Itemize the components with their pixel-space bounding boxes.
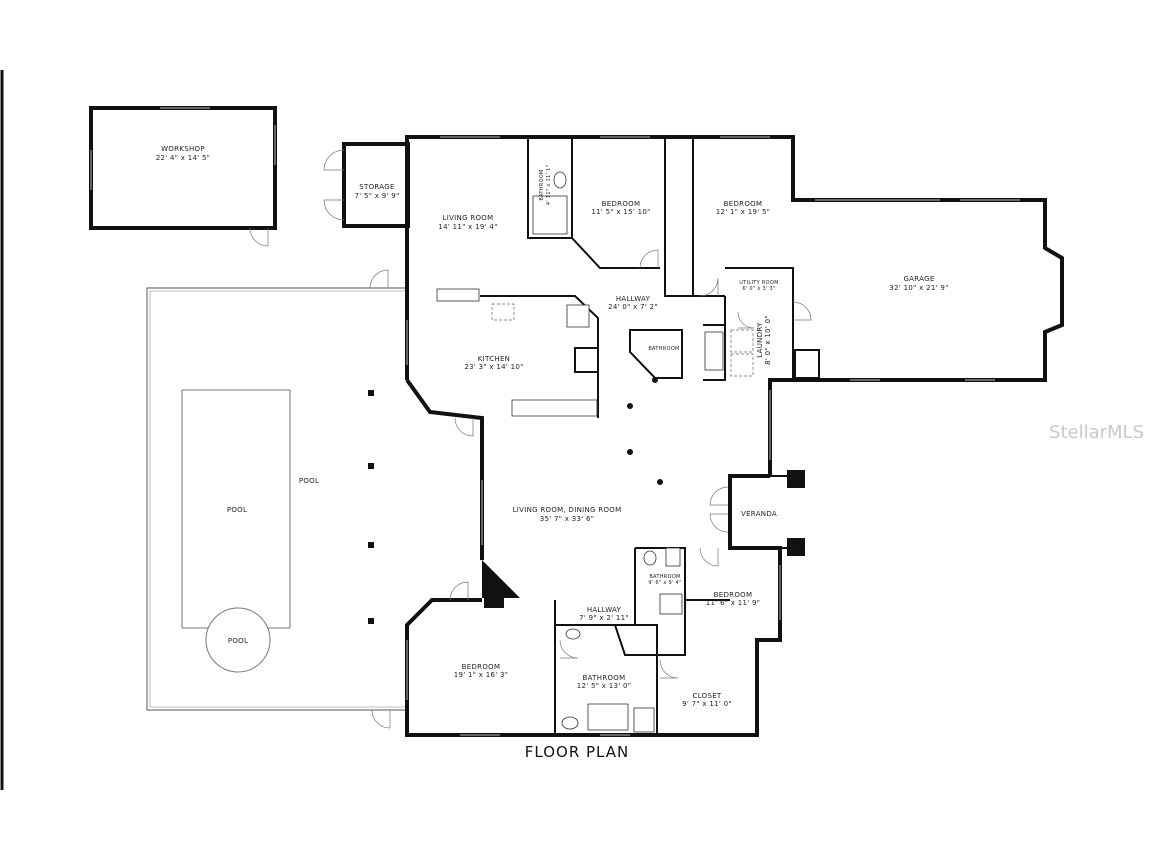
bathroom-top-dim: 4' 11" x 11' 1" xyxy=(546,165,552,205)
bathroom-master-dim: 12' 5" x 13' 0" xyxy=(577,682,632,690)
watermark: StellarMLS xyxy=(1049,422,1144,443)
bathroom-master-label: BATHROOM xyxy=(583,674,626,682)
pool-deck xyxy=(146,269,407,729)
bedroom-3-label: BEDROOM xyxy=(714,591,753,599)
garage-dim: 32' 10" x 21' 9" xyxy=(889,284,948,292)
utility-room-dim: 6' 0" x 3' 3" xyxy=(742,286,775,292)
bedroom-1-dim: 11' 5" x 15' 10" xyxy=(591,208,650,216)
bathroom-mid-label: BATHROOM xyxy=(648,346,679,352)
veranda-pillar xyxy=(787,470,805,488)
workshop-dim: 22' 4" x 14' 5" xyxy=(156,154,211,162)
pool-label: POOL xyxy=(227,506,247,514)
bedroom-1-label: BEDROOM xyxy=(602,200,641,208)
bedroom-3-dim: 11' 6" x 11' 9" xyxy=(706,599,761,607)
hallway-2-dim: 7' 9" x 2' 11" xyxy=(579,614,629,622)
living-room-dim: 14' 11" x 19' 4" xyxy=(438,223,497,231)
fireplace xyxy=(482,560,520,598)
closet-dim: 9' 7" x 11' 0" xyxy=(682,700,732,708)
bedroom-2-label: BEDROOM xyxy=(724,200,763,208)
veranda-label: VERANDA xyxy=(741,510,777,518)
house-walls xyxy=(405,135,1064,737)
utility-room-label: UTILITY ROOM xyxy=(739,280,778,286)
storage-label: STORAGE xyxy=(359,183,394,191)
bedroom-2-dim: 12' 1" x 19' 5" xyxy=(716,208,771,216)
living-room-label: LIVING ROOM xyxy=(443,214,494,222)
windows xyxy=(406,136,1020,736)
kitchen-dim: 23' 3" x 14' 10" xyxy=(464,363,523,371)
laundry-dim: 8' 0" x 10' 0" xyxy=(764,315,772,365)
bathroom-small-dim: 9' 6" x 9' 4" xyxy=(648,580,681,586)
closet-label: CLOSET xyxy=(693,692,722,700)
hallway-2-label: HALLWAY xyxy=(587,606,622,614)
hallway-1-dim: 24' 0" x 7' 2" xyxy=(608,303,658,311)
workshop-label: WORKSHOP xyxy=(161,145,205,153)
kitchen-label: KITCHEN xyxy=(478,355,510,363)
room-labels: WORKSHOP 22' 4" x 14' 5" STORAGE 7' 5" x… xyxy=(156,145,949,708)
columns xyxy=(627,377,663,485)
veranda-pillar xyxy=(787,538,805,556)
hallway-1-label: HALLWAY xyxy=(616,295,651,303)
pool-deck-label: POOL xyxy=(299,477,319,485)
storage-dim: 7' 5" x 9' 9" xyxy=(354,192,399,200)
bedroom-master-label: BEDROOM xyxy=(462,663,501,671)
living-dining-dim: 35' 7" x 33' 6" xyxy=(540,515,595,523)
workshop xyxy=(89,106,277,247)
laundry-label: LAUNDRY xyxy=(756,322,764,358)
plan-title: FLOOR PLAN xyxy=(525,743,629,761)
doors xyxy=(449,249,812,679)
garage-label: GARAGE xyxy=(903,275,934,283)
bathroom-top-label: BATHROOM xyxy=(539,169,545,200)
fixtures xyxy=(436,171,754,733)
bathroom-small-label: BATHROOM xyxy=(649,574,680,580)
living-dining-label: LIVING ROOM, DINING ROOM xyxy=(513,506,622,514)
spa-label: POOL xyxy=(228,637,248,645)
bedroom-master-dim: 19' 1" x 16' 3" xyxy=(454,671,509,679)
